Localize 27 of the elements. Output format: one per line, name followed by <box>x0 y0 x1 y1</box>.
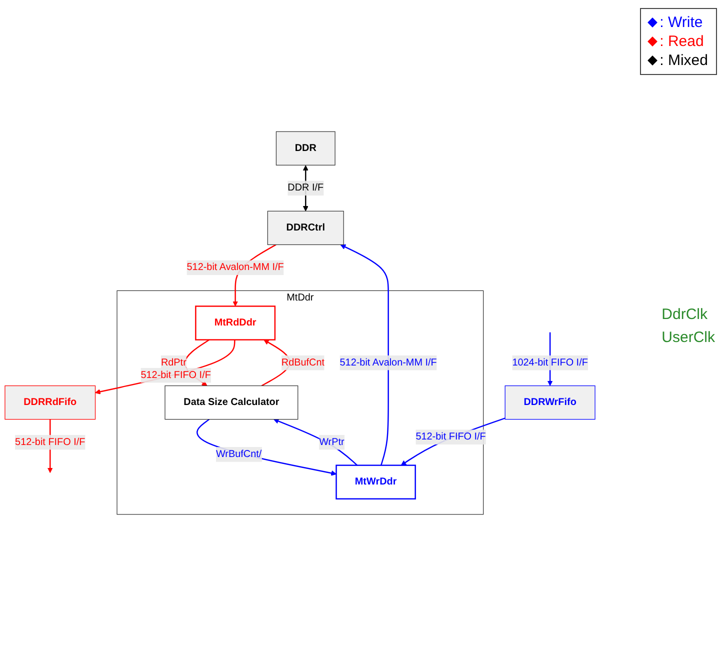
legend-text: : Mixed <box>660 52 708 69</box>
clock-domain-label: UserClk <box>662 329 715 346</box>
node-box: Data Size Calculator <box>164 385 298 420</box>
edge-label: WrBufCnt/ <box>216 448 262 460</box>
arrow <box>196 418 336 476</box>
edge-label: RdPtr <box>160 357 186 368</box>
arrow <box>400 418 506 466</box>
edge-label: 512-bit FIFO I/F <box>15 436 86 448</box>
node-box: DDRCtrl <box>267 210 344 246</box>
clock-domain-label: DdrClk <box>662 306 708 323</box>
edge-label: 512-bit Avalon-MM I/F <box>186 262 284 273</box>
legend-text: : Read <box>660 33 704 50</box>
edge-label: DDR I/F <box>288 182 324 194</box>
node-box: MtWrDdr <box>336 464 416 500</box>
edge-label: WrPtr <box>319 436 344 448</box>
node-box: MtRdDdr <box>195 306 276 340</box>
edge-label: RdBufCnt <box>281 357 325 368</box>
arrow <box>274 418 358 466</box>
node-box: DDRWrFifo <box>504 385 596 420</box>
edge-label: 512-bit FIFO I/F <box>140 370 211 380</box>
node-box: DDRRdFifo <box>4 385 96 420</box>
edge-label: 512-bit Avalon-MM I/F <box>340 357 437 368</box>
edge-label: 512-bit FIFO I/F <box>416 432 486 442</box>
legend-text: : Write <box>660 14 703 31</box>
arrow <box>340 244 389 466</box>
node-box: DDR <box>276 131 336 166</box>
edge-label: 1024-bit FIFO I/F <box>512 357 588 368</box>
